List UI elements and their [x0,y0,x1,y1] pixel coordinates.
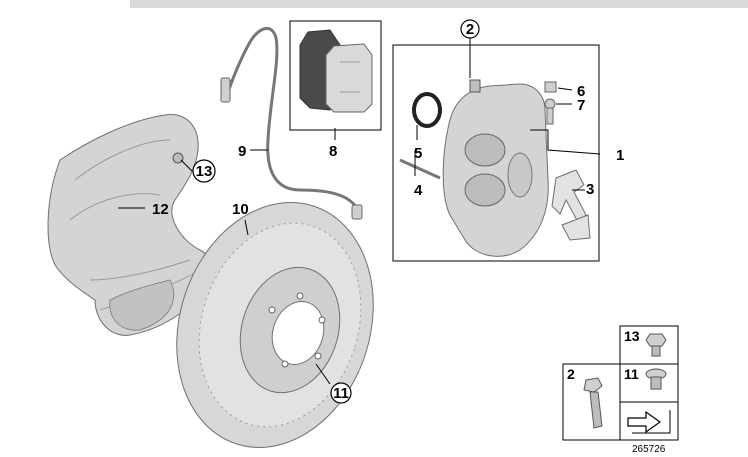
callout-13: 13 [192,159,216,183]
callout-1: 1 [616,147,624,164]
callout-9: 9 [238,143,246,160]
brake-caliper[interactable] [442,83,549,257]
leader-lines [118,38,601,385]
legend-label-2: 2 [567,366,575,382]
callout-8: 8 [329,143,337,160]
svg-text:2: 2 [466,21,474,38]
callout-7: 7 [577,97,585,114]
svg-text:13: 13 [196,163,213,180]
legend-screw-13-icon [645,333,667,357]
legend-arrow-icon [627,410,671,434]
guide-pin[interactable] [399,158,441,180]
callout-12: 12 [152,201,169,218]
brake-disc-shield[interactable] [47,114,215,336]
legend-label-11: 11 [624,366,639,382]
caliper-bolt[interactable] [469,79,481,93]
seal-ring[interactable] [412,92,442,128]
caliper-frame [392,44,600,262]
callout-4: 4 [414,182,423,199]
shield-screw[interactable] [172,152,184,164]
legend-label-13: 13 [624,328,640,344]
callout-5: 5 [414,145,422,162]
brake-disc[interactable] [146,177,404,457]
svg-text:11: 11 [333,385,349,402]
callout-2: 2 [460,19,480,39]
watermark-band [130,0,748,8]
bleeder-cap[interactable] [544,81,557,93]
legend-grid [562,325,679,441]
callout-6: 6 [577,83,585,100]
bleeder-valve[interactable] [544,98,556,125]
legend-bolt-2-icon [583,377,603,429]
callout-11: 11 [330,382,352,404]
legend-screw-11-icon [645,368,667,390]
callout-3: 3 [586,181,594,198]
callout-10: 10 [232,201,249,218]
diagram-id: 265726 [632,444,666,455]
spring-clip[interactable] [551,169,591,241]
brake-wear-sensor[interactable] [220,27,363,220]
brake-pad-outer[interactable] [325,43,373,113]
